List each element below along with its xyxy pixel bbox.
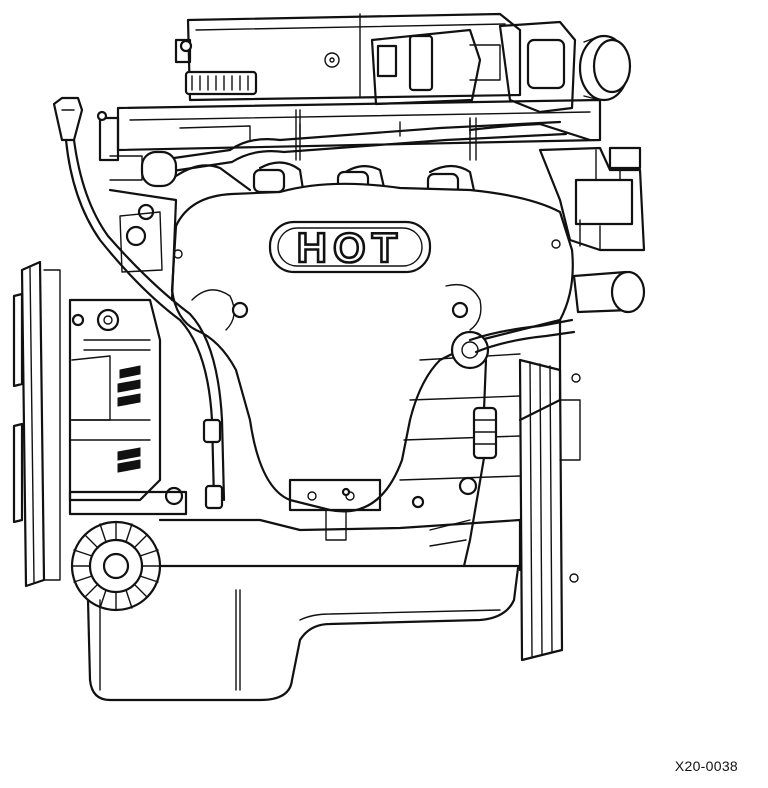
intake-plenum: HOT (170, 182, 574, 513)
oil-dipstick (52, 96, 226, 510)
alternator (68, 298, 188, 516)
hardware-details (71, 39, 425, 509)
engine-block (108, 188, 562, 572)
valve-cover (174, 12, 522, 102)
cylinder-head (98, 98, 602, 162)
sensor-lead (429, 318, 576, 568)
fuel-rail (158, 109, 592, 174)
thermostat-outlet (572, 270, 646, 314)
distributor (370, 20, 632, 114)
oil-filler-cap (184, 70, 258, 96)
hot-warning-badge: HOT (268, 220, 432, 274)
hot-warning-label: HOT (297, 224, 404, 271)
throttle-body (538, 146, 646, 252)
right-pulley (518, 358, 581, 662)
left-pulley (12, 260, 61, 588)
figure-code: X20-0038 (674, 758, 738, 774)
oil-pan (86, 564, 522, 702)
oil-filter (70, 520, 162, 612)
